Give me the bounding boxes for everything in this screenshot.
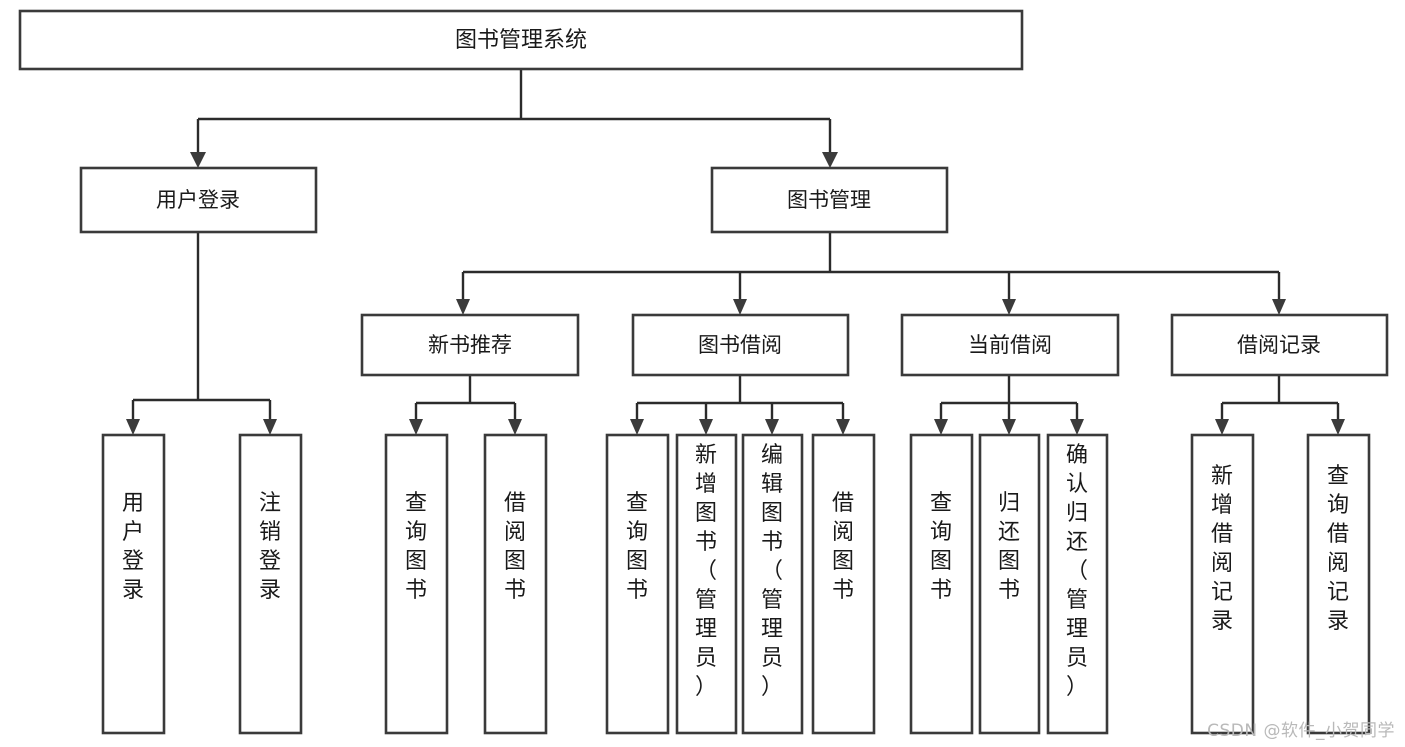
node-leaf-logout-box[interactable] xyxy=(238,433,303,735)
csdn-watermark: CSDN @软件_小贺同学 xyxy=(1207,721,1395,741)
arrow-to-new-book-recommend xyxy=(456,299,470,315)
arrow-leaf-logout xyxy=(263,419,277,435)
connector-group-book-manage xyxy=(456,232,1286,315)
node-root-box[interactable] xyxy=(18,9,1024,71)
connector-group-new-book-recommend xyxy=(409,375,522,435)
node-book-borrow-box[interactable] xyxy=(631,313,850,377)
arrow-leaf-query-book-2 xyxy=(630,419,644,435)
arrow-to-book-manage xyxy=(822,152,838,168)
node-leaf-query-book-2-label: 查询图书 xyxy=(626,491,648,603)
arrow-leaf-query-book-3 xyxy=(934,419,948,435)
node-leaf-add-record-box[interactable] xyxy=(1190,433,1255,735)
node-leaf-query-book-3-label: 查询图书 xyxy=(930,491,952,603)
node-user-login-label: 用户登录 xyxy=(156,188,240,212)
node-leaf-borrow-book-1-box[interactable] xyxy=(483,433,548,735)
node-leaf-query-book-1-label: 查询图书 xyxy=(405,491,427,603)
node-leaf-borrow-book-1-label: 借阅图书 xyxy=(504,491,526,603)
node-book-borrow[interactable]: 图书借阅 xyxy=(631,313,850,377)
node-current-borrow-label: 当前借阅 xyxy=(968,333,1052,357)
node-book-manage[interactable]: 图书管理 xyxy=(710,166,949,234)
node-borrow-record-label: 借阅记录 xyxy=(1237,333,1321,357)
arrow-to-book-borrow xyxy=(733,299,747,315)
node-leaf-user-login[interactable]: 用户登录 xyxy=(101,433,166,735)
node-current-borrow-box[interactable] xyxy=(900,313,1120,377)
node-leaf-add-book-label: 新增图书（管理员） xyxy=(695,443,717,700)
node-root-label: 图书管理系统 xyxy=(455,28,587,53)
node-book-manage-box[interactable] xyxy=(710,166,949,234)
node-leaf-add-book-box[interactable] xyxy=(675,433,738,735)
node-book-borrow-label: 图书借阅 xyxy=(698,333,782,357)
arrow-leaf-add-book xyxy=(699,419,713,435)
node-leaf-query-record-box[interactable] xyxy=(1306,433,1371,735)
node-borrow-record-box[interactable] xyxy=(1170,313,1389,377)
node-leaf-query-book-3[interactable]: 查询图书 xyxy=(909,433,974,735)
node-user-login-box[interactable] xyxy=(79,166,318,234)
node-leaf-query-book-1[interactable]: 查询图书 xyxy=(384,433,449,735)
node-leaf-add-record-label: 新增借阅记录 xyxy=(1211,464,1233,634)
node-leaf-borrow-book-1[interactable]: 借阅图书 xyxy=(483,433,548,735)
node-leaf-logout[interactable]: 注销登录 xyxy=(238,433,303,735)
node-leaf-query-book-2[interactable]: 查询图书 xyxy=(605,433,670,735)
node-borrow-record[interactable]: 借阅记录 xyxy=(1170,313,1389,377)
arrow-leaf-return-book xyxy=(1002,419,1016,435)
arrow-leaf-borrow-book-1 xyxy=(508,419,522,435)
arrow-to-current-borrow xyxy=(1002,299,1016,315)
arrow-to-borrow-record xyxy=(1272,299,1286,315)
node-leaf-user-login-label: 用户登录 xyxy=(122,491,144,603)
connector-group-root xyxy=(190,69,838,168)
node-leaf-query-record[interactable]: 查询借阅记录 xyxy=(1306,433,1371,735)
arrow-leaf-query-book-1 xyxy=(409,419,423,435)
node-new-book-recommend[interactable]: 新书推荐 xyxy=(360,313,580,377)
node-leaf-edit-book-box[interactable] xyxy=(741,433,804,735)
node-leaf-confirm-return[interactable]: 确认归还（管理员） xyxy=(1046,433,1109,735)
arrow-leaf-add-record xyxy=(1215,419,1229,435)
node-leaf-borrow-book-2-box[interactable] xyxy=(811,433,876,735)
node-leaf-add-record[interactable]: 新增借阅记录 xyxy=(1190,433,1255,735)
arrow-leaf-confirm-return xyxy=(1070,419,1084,435)
arrow-to-user-login xyxy=(190,152,206,168)
node-leaf-query-book-1-box[interactable] xyxy=(384,433,449,735)
node-leaf-logout-label: 注销登录 xyxy=(259,491,281,603)
arrow-leaf-user-login xyxy=(126,419,140,435)
node-leaf-return-book[interactable]: 归还图书 xyxy=(978,433,1041,735)
connector-group-book-borrow xyxy=(630,375,850,435)
node-leaf-edit-book-label: 编辑图书（管理员） xyxy=(761,443,783,700)
node-leaf-return-book-label: 归还图书 xyxy=(998,491,1020,603)
connector-group-current-borrow xyxy=(934,375,1084,435)
node-leaf-confirm-return-box[interactable] xyxy=(1046,433,1109,735)
node-leaf-query-book-2-box[interactable] xyxy=(605,433,670,735)
node-leaf-query-record-label: 查询借阅记录 xyxy=(1327,464,1349,634)
node-leaf-borrow-book-2-label: 借阅图书 xyxy=(832,491,854,603)
node-current-borrow[interactable]: 当前借阅 xyxy=(900,313,1120,377)
node-leaf-return-book-box[interactable] xyxy=(978,433,1041,735)
node-leaf-confirm-return-label: 确认归还（管理员） xyxy=(1066,443,1088,700)
node-leaf-borrow-book-2[interactable]: 借阅图书 xyxy=(811,433,876,735)
node-root[interactable]: 图书管理系统 xyxy=(18,9,1024,71)
arrow-leaf-borrow-book-2 xyxy=(836,419,850,435)
arrow-leaf-edit-book xyxy=(765,419,779,435)
node-user-login[interactable]: 用户登录 xyxy=(79,166,318,234)
connector-group-borrow-record xyxy=(1215,375,1345,435)
node-new-book-recommend-box[interactable] xyxy=(360,313,580,377)
node-leaf-query-book-3-box[interactable] xyxy=(909,433,974,735)
node-new-book-recommend-label: 新书推荐 xyxy=(428,333,512,357)
node-book-manage-label: 图书管理 xyxy=(787,188,871,212)
node-leaf-edit-book[interactable]: 编辑图书（管理员） xyxy=(741,433,804,735)
connector-group-user-login xyxy=(126,232,277,435)
node-leaf-add-book[interactable]: 新增图书（管理员） xyxy=(675,433,738,735)
arrow-leaf-query-record xyxy=(1331,419,1345,435)
node-leaf-user-login-box[interactable] xyxy=(101,433,166,735)
